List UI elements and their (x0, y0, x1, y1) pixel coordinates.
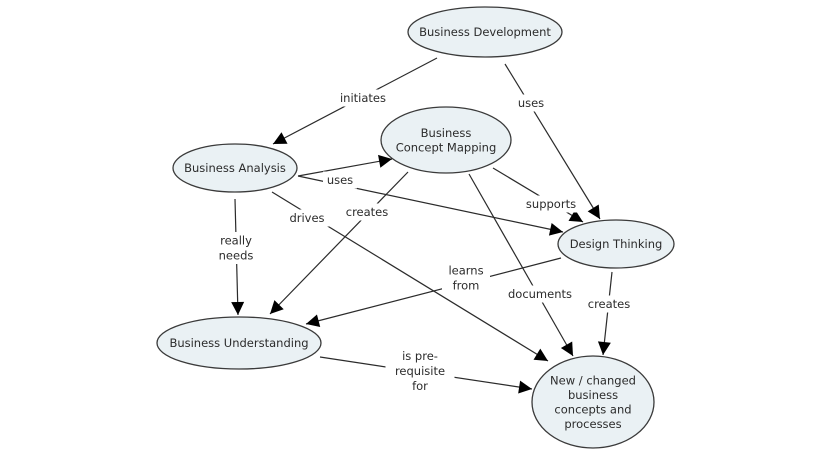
arrowhead-icon (597, 341, 611, 355)
arrowhead-icon (518, 380, 532, 394)
edge-business-concept-mapping-to-design-thinking (492, 167, 584, 223)
edge-label-text: uses (518, 96, 544, 110)
edge-design-thinking-to-business-understanding (305, 257, 562, 328)
node-label: Business Analysis (184, 161, 286, 175)
label-background (339, 203, 395, 221)
node-label: processes (564, 417, 621, 431)
node-label: Business Understanding (169, 336, 308, 350)
connector-line (602, 271, 613, 356)
edge-label: creates (339, 203, 395, 221)
edge-label: uses (514, 94, 548, 112)
edge-business-development-to-design-thinking (504, 63, 601, 220)
connector-line (492, 167, 584, 223)
edge-business-concept-mapping-to-new-changed-concepts (468, 173, 574, 357)
edge-label-text: requisite (395, 364, 445, 378)
edges-layer (231, 57, 613, 394)
edge-label-text: documents (508, 287, 572, 301)
edge-label-text: uses (327, 173, 353, 187)
edge-label-text: creates (346, 205, 389, 219)
arrowhead-icon (273, 132, 288, 144)
label-background (212, 232, 260, 264)
label-background (520, 195, 582, 213)
label-background (581, 295, 637, 313)
connector-line (305, 257, 562, 325)
arrowhead-icon (568, 209, 583, 222)
arrowhead-icon (560, 341, 573, 356)
edge-label-text: needs (219, 249, 254, 263)
edge-label: supports (520, 195, 582, 213)
edge-label: creates (581, 295, 637, 313)
label-background (328, 89, 398, 107)
label-background (442, 262, 490, 294)
edge-label: uses (323, 171, 357, 189)
label-background (323, 171, 357, 189)
node-label: business (568, 388, 618, 402)
node-ellipse[interactable] (380, 106, 512, 174)
arrowhead-icon (587, 204, 600, 219)
edge-label: documents (505, 285, 575, 303)
label-background (283, 209, 331, 227)
node-ellipse[interactable] (172, 143, 298, 193)
node-ellipse[interactable] (557, 219, 675, 269)
arrowhead-icon (548, 222, 563, 236)
arrowhead-icon (533, 348, 548, 361)
node-ellipse[interactable] (531, 355, 655, 449)
edge-label-text: drives (289, 211, 324, 225)
node-ellipse[interactable] (407, 6, 563, 58)
label-background (514, 94, 548, 112)
connector-line (297, 158, 393, 177)
connector-line (468, 173, 574, 357)
edge-label-text: from (453, 279, 480, 293)
edge-business-concept-mapping-to-business-understanding (269, 171, 409, 315)
node-ellipse[interactable] (156, 316, 322, 370)
connector-line (504, 63, 601, 220)
arrowhead-icon (231, 301, 245, 315)
edge-label: drives (283, 209, 331, 227)
node-label: New / changed (550, 373, 636, 387)
edge-label-text: supports (526, 197, 576, 211)
edge-label-text: for (412, 379, 428, 393)
arrowhead-icon (378, 154, 392, 168)
node-design-thinking[interactable]: Design Thinking (557, 219, 675, 269)
edge-label-text: learns (448, 264, 483, 278)
node-label: Concept Mapping (396, 140, 497, 154)
node-business-development[interactable]: Business Development (407, 6, 563, 58)
connector-line (269, 171, 409, 315)
edge-label-text: is pre- (402, 349, 438, 363)
node-business-understanding[interactable]: Business Understanding (156, 316, 322, 370)
node-label: Business (421, 126, 472, 140)
node-label: concepts and (554, 402, 631, 416)
label-background (385, 347, 455, 395)
edge-label: initiates (328, 89, 398, 107)
edge-label-text: really (220, 234, 252, 248)
node-business-analysis[interactable]: Business Analysis (172, 143, 298, 193)
node-label: Business Development (419, 25, 551, 39)
node-label: Design Thinking (570, 237, 663, 251)
arrowhead-icon (270, 300, 284, 314)
edge-business-analysis-to-business-concept-mapping (297, 154, 393, 177)
edge-design-thinking-to-new-changed-concepts (597, 271, 613, 356)
arrowhead-icon (306, 314, 321, 328)
label-background (505, 285, 575, 303)
edge-label-text: creates (588, 297, 631, 311)
edge-label-text: initiates (340, 91, 386, 105)
